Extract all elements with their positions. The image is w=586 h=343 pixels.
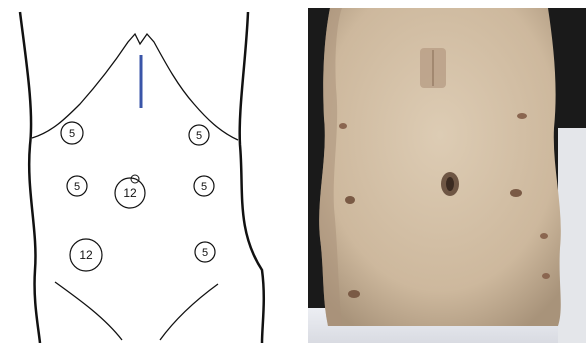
svg-text:12: 12 bbox=[123, 186, 137, 200]
svg-text:5: 5 bbox=[201, 181, 207, 193]
umbilicus-center bbox=[446, 177, 454, 191]
abdomen-photograph bbox=[308, 8, 586, 343]
port-right-mid: 5 bbox=[194, 176, 214, 196]
torso-right-side bbox=[240, 12, 264, 343]
left-inguinal-line bbox=[55, 282, 122, 340]
port-scar-1 bbox=[339, 123, 347, 129]
right-inguinal-line bbox=[160, 284, 218, 340]
port-scar-7 bbox=[348, 290, 360, 298]
svg-text:12: 12 bbox=[79, 248, 93, 262]
svg-text:5: 5 bbox=[202, 247, 208, 259]
port-left-upper: 5 bbox=[61, 122, 83, 144]
svg-text:5: 5 bbox=[74, 181, 80, 193]
port-umbilical: 12 bbox=[115, 178, 145, 208]
svg-text:5: 5 bbox=[196, 130, 202, 142]
photo-rendering bbox=[308, 8, 586, 343]
port-scar-3 bbox=[345, 196, 355, 204]
costal-margin bbox=[32, 34, 238, 140]
port-left-lower: 12 bbox=[70, 239, 102, 271]
port-scar-5 bbox=[540, 233, 548, 239]
port-scar-4 bbox=[510, 189, 522, 197]
port-placement-diagram: 5 5 5 12 5 12 5 bbox=[0, 0, 300, 343]
torso-left-side bbox=[20, 12, 40, 343]
port-right-lower: 5 bbox=[195, 242, 215, 262]
abdomen-outline-drawing: 5 5 5 12 5 12 5 bbox=[0, 0, 300, 343]
port-left-mid: 5 bbox=[67, 176, 87, 196]
port-right-upper: 5 bbox=[189, 125, 209, 145]
port-scar-2 bbox=[517, 113, 527, 119]
port-scar-6 bbox=[542, 273, 550, 279]
background-light-area bbox=[558, 128, 586, 343]
svg-text:5: 5 bbox=[69, 128, 75, 140]
